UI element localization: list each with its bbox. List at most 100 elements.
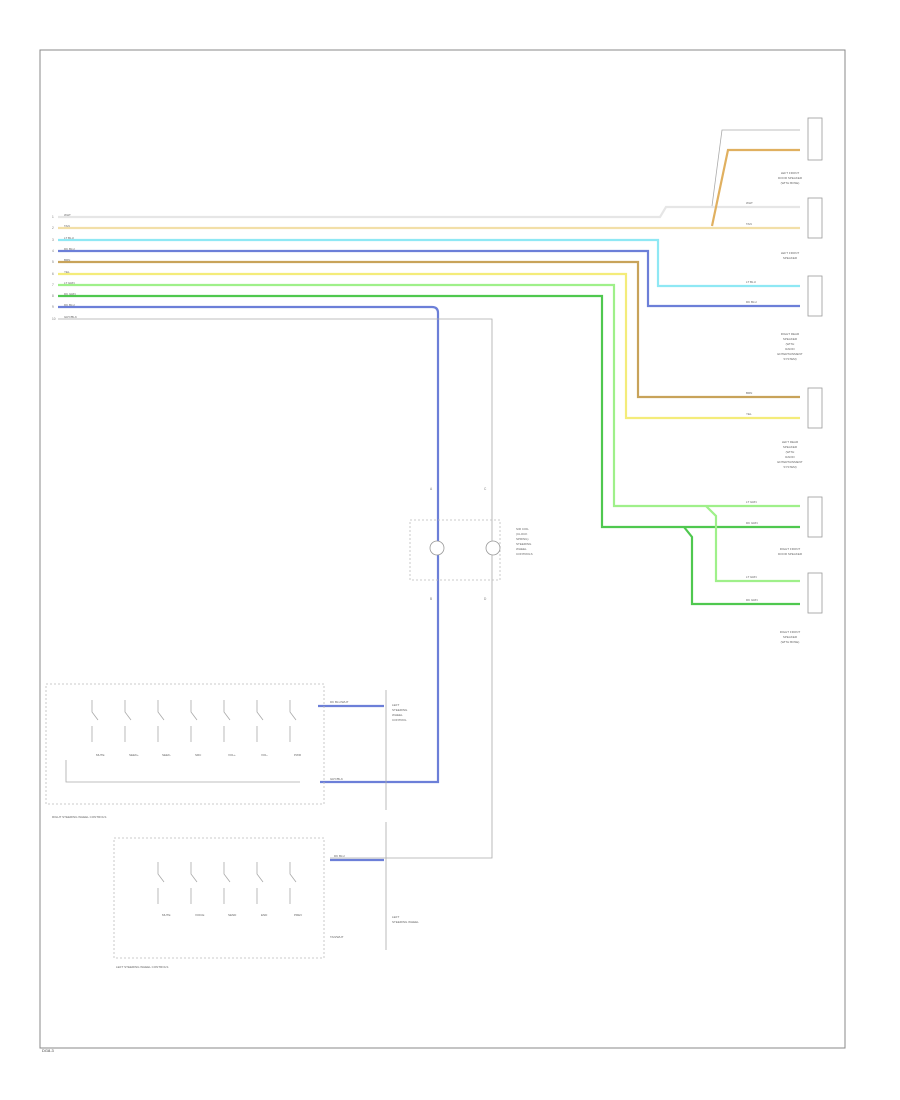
left-pin-9: 9 [52,305,54,309]
clock-spring-pin-B: B [430,597,432,601]
left-wire-label-6: YEL [64,270,70,274]
connector-right-rear [807,387,823,429]
upper-connector-label-3: WHEEL [392,713,403,717]
wires-layer [45,117,823,959]
lower-controls-caption: LEFT STEERING WHEEL CONTROLS [116,965,168,969]
left-wire-label-5: BRN [64,258,70,262]
left-wire-label-3: LT BLU [64,236,74,240]
connector-top [807,117,823,161]
clock-spring-label-3: SPRING) [516,537,529,541]
lower-button-5: PREV [294,913,302,917]
left-pin-6: 6 [52,272,54,276]
upper-button-5: VOL+ [228,753,236,757]
diagram-frame [39,49,846,1049]
upper-switch-4 [190,700,198,742]
left-pin-1: 1 [52,215,54,219]
right-wire-label-2: TAN [746,222,752,226]
left-wire-label-2: TAN [64,224,70,228]
left-wire-label-1: WHT [64,213,71,217]
upper-connector-label-2: STEERING [392,708,408,712]
component-left-front-door-speaker-line-2: DOOR SPEAKER [778,176,803,180]
clock-spring-pin-C: C [484,487,487,491]
lower-switch-3 [223,862,231,904]
right-wire-label-3: LT BLU [746,280,756,284]
clock-spring-label-6: CONTROLS [516,552,533,556]
wire-gry-10 [58,318,493,859]
clock-spring-pin-D: D [484,597,487,601]
lower-button-1: MUTE [162,913,171,917]
wire-dkgrn-branch [683,526,800,606]
footer-code: DG8-3 [42,1048,55,1053]
wire-yel-6 [58,272,800,420]
left-wire-label-9: DK BLU [64,303,75,307]
component-right-front-door-speaker-line-1: RIGHT FRONT [780,547,801,551]
lower-connector-label-1: LEFT [392,915,400,919]
connector-left-rear [807,496,823,538]
upper-switch-3 [157,700,165,742]
connector-left-front-door [807,197,823,239]
wire-ltblu-3 [58,238,800,288]
wire-dkblu-4 [58,249,800,308]
upper-wire-top-label: DK BLU/WHT [330,700,349,704]
left-pin-2: 2 [52,226,54,230]
right-wire-label-10: DK GRN [746,598,758,602]
upper-wire-bottom-label: GRY/BLK [330,777,343,781]
upper-switch-5 [223,700,231,742]
upper-switch-2 [124,700,132,742]
clock-spring-coil-left [429,540,445,556]
left-pin-3: 3 [52,238,54,242]
right-wire-label-1: WHT [746,201,753,205]
clock-spring-pin-A: A [430,487,433,491]
component-right-front-door-speaker-line-2: DOOR SPEAKER [778,552,803,556]
upper-connector-label-4: CONTROL [392,718,407,722]
lower-button-4: END [261,913,268,917]
component-left-rear-speaker-line-1: LEFT REAR [782,440,799,444]
wire-wht-branch [711,129,800,207]
upper-button-7: PWR [294,753,302,757]
component-left-rear-speaker-line-4: RADIO [785,455,795,459]
upper-button-4: SRC [195,753,202,757]
left-pin-4: 4 [52,249,54,253]
wire-wht-1 [58,205,800,219]
component-right-rear-speaker-line-4: RADIO [785,347,795,351]
upper-switch-1 [91,700,99,742]
left-wire-label-10: GRY/BLK [64,315,77,319]
right-wire-label-7: LT GRN [746,500,757,504]
lower-switch-2 [190,862,198,904]
lower-button-3: SEND [228,913,237,917]
component-right-front-speaker-line-2: SPEAKER [783,635,798,639]
wire-orn-branch [710,148,800,227]
component-right-rear-speaker-line-5: ENTERTAINMENT [777,352,802,356]
component-left-front-door-speaker-line-1: LEFT FRONT [781,171,800,175]
clock-spring-label-1: SIR COIL [516,527,529,531]
upper-switch-7 [289,700,297,742]
component-right-rear-speaker-line-2: SPEAKER [783,337,798,341]
clock-spring-label-5: WHEEL [516,547,527,551]
clock-spring-coil-right [485,540,501,556]
right-wire-label-8: DK GRN [746,521,758,525]
left-pin-5: 5 [52,260,54,264]
lower-wire-top-label: DK BLU [334,854,345,858]
left-pin-7: 7 [52,283,54,287]
lower-button-2: VOICE [195,913,204,917]
lower-connector-label-2: STEERING WHEEL [392,920,419,924]
wire-dkblu-9 [58,305,440,784]
clock-spring-label-2: (CLOCK [516,532,527,536]
component-right-rear-speaker-line-1: RIGHT REAR [781,332,800,336]
upper-controls-caption: RIGHT STEERING WHEEL CONTROLS [52,815,106,819]
component-left-rear-speaker-line-5: ENTERTAINMENT [777,460,802,464]
clock-spring-label-4: STEERING [516,542,532,546]
right-wire-label-9: LT GRN [746,575,757,579]
connector-right-front-door [807,572,823,614]
lower-controls-box [113,837,325,959]
upper-button-2: SEEK+ [129,753,139,757]
wire-ltgrn-7 [58,283,800,508]
upper-button-3: SEEK- [162,753,171,757]
wire-ltgrn-branch [705,505,800,583]
component-left-front-speaker-line-1: LEFT FRONT [781,251,800,255]
upper-ladder-bottom [65,760,300,783]
upper-button-1: MUTE [96,753,105,757]
left-wire-label-7: LT GRN [64,281,75,285]
component-left-front-door-speaker-line-3: (WITH BOSE) [781,181,800,185]
